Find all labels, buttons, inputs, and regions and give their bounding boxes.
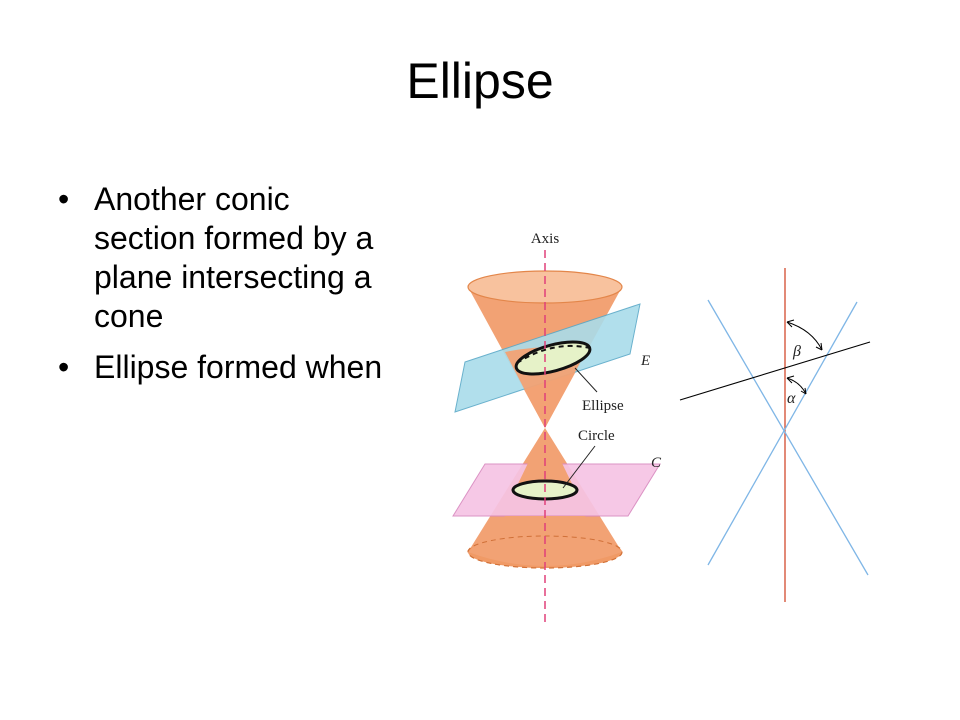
slide-title: Ellipse — [406, 53, 554, 109]
intersecting-plane-line — [679, 341, 871, 401]
beta-arc — [786, 321, 823, 351]
bullet-dot: • — [58, 181, 70, 217]
ellipse-leader — [574, 367, 598, 393]
upper-cone-rim — [467, 270, 623, 304]
plane-e-label: E — [640, 353, 650, 369]
circle-label: Circle — [578, 428, 615, 444]
beta-arrow-bottom — [815, 342, 823, 351]
bullet-list: • Another conic section formed by a plane… — [58, 180, 388, 399]
ellipse-section-hidden-edge — [516, 344, 591, 364]
alpha-arc — [786, 377, 807, 395]
bullet-text: Ellipse formed when — [94, 349, 383, 385]
bullet-text: Another conic section formed by a plane … — [94, 181, 374, 334]
beta-arrow-top — [786, 319, 795, 328]
axis-label: Axis — [531, 231, 560, 247]
alpha-arrow-top — [786, 375, 795, 384]
bullet-dot: • — [58, 349, 70, 385]
ellipse-label: Ellipse — [582, 398, 624, 414]
bullet-item: • Ellipse formed when — [58, 348, 388, 387]
circle-leader — [562, 445, 596, 489]
cone-generator-line-2 — [707, 301, 858, 566]
alpha-label: α — [787, 390, 796, 407]
plane-c-label: C — [651, 455, 662, 471]
cone-generator-line-1 — [707, 299, 869, 576]
alpha-arrow-bottom — [800, 387, 807, 395]
bullet-item: • Another conic section formed by a plane… — [58, 180, 388, 336]
beta-label: β — [792, 343, 801, 360]
